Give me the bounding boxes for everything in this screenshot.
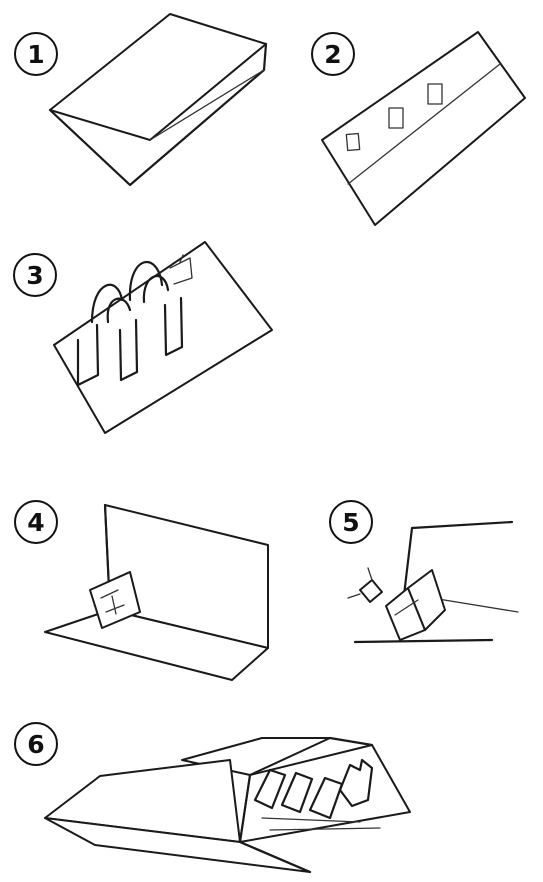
layered-popup-card-icon <box>0 0 543 882</box>
